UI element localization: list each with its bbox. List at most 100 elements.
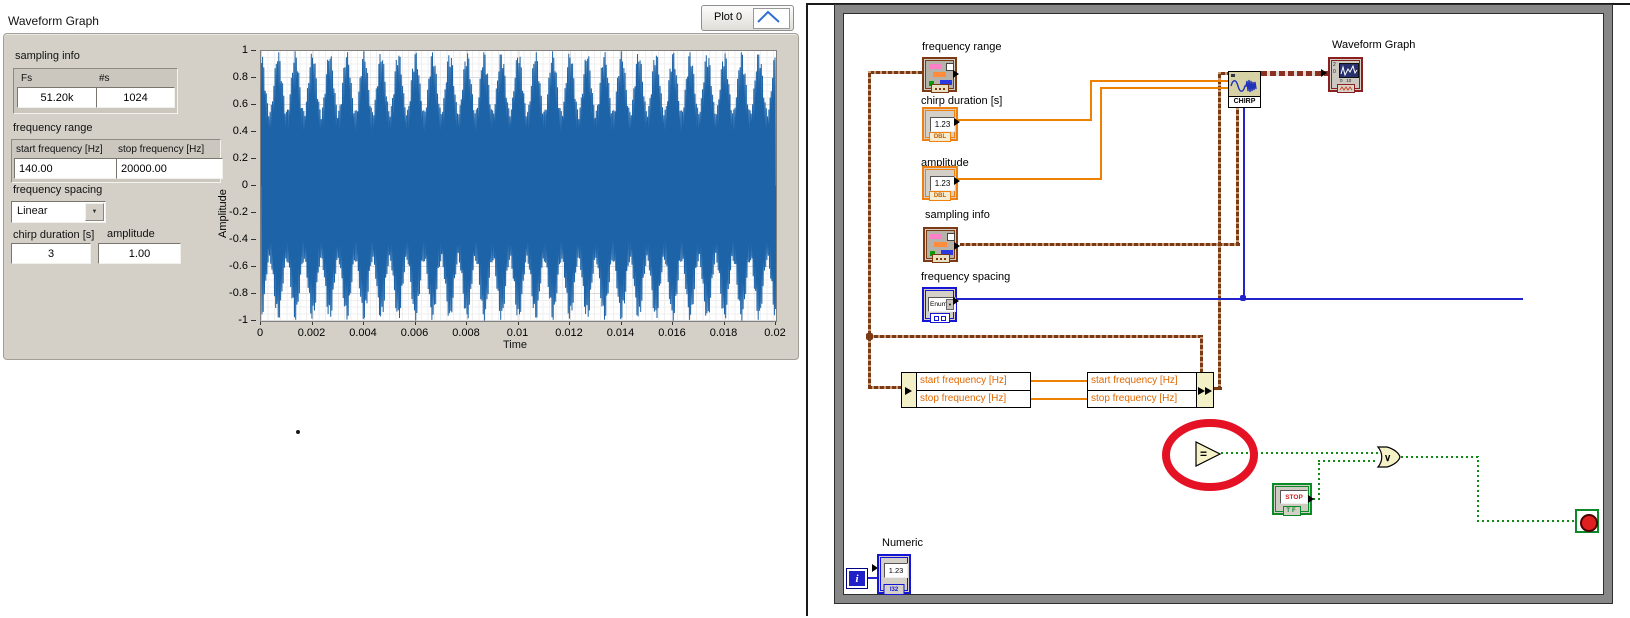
- frequency-spacing-terminal[interactable]: Enum ▼: [922, 287, 959, 323]
- stop-sign-icon: [1580, 514, 1598, 532]
- or-node[interactable]: ∨: [1376, 444, 1402, 470]
- x-tick-label: 0.016: [658, 327, 686, 339]
- dropdown-arrow-icon[interactable]: ▼: [85, 203, 104, 221]
- wire-sampling-info[interactable]: [960, 243, 1240, 246]
- x-tick-mark: [311, 321, 313, 325]
- wire-equal-to-or[interactable]: [1221, 452, 1378, 454]
- equal-glyph: =: [1200, 447, 1207, 461]
- wire-iteration-to-numeric[interactable]: [868, 577, 878, 579]
- samples-field[interactable]: 1024: [96, 87, 175, 108]
- wire-to-bundle[interactable]: [868, 335, 1203, 338]
- samples-label: #s: [99, 73, 110, 84]
- plot-legend-label: Plot 0: [714, 11, 743, 23]
- wire-chirp-duration[interactable]: [1090, 80, 1092, 121]
- chirp-duration-terminal[interactable]: 1.23 DBL: [922, 107, 960, 142]
- y-tick-label: 0: [241, 179, 248, 191]
- unbundle-field-stop[interactable]: stop frequency [Hz]: [916, 390, 1031, 408]
- annotation-circle: [1162, 419, 1258, 491]
- wire-chirp-duration[interactable]: [958, 119, 1092, 121]
- chirp-waveform-trace: [261, 51, 776, 321]
- stop-frequency-field[interactable]: 20000.00: [116, 158, 223, 179]
- wire-start-frequency[interactable]: [1030, 380, 1088, 382]
- stop-button-terminal[interactable]: STOP TF: [1272, 483, 1314, 516]
- x-tick-mark: [517, 321, 519, 325]
- frequency-spacing-value: Linear: [17, 205, 48, 217]
- chirp-vi-node[interactable]: CHIRP: [1228, 71, 1261, 108]
- wire-amplitude[interactable]: [1100, 87, 1102, 180]
- wire-stop-button[interactable]: [1313, 498, 1320, 500]
- waveform-graph-plot-area[interactable]: [260, 50, 777, 322]
- wire-bundle-to-chirp[interactable]: [1218, 72, 1221, 390]
- start-frequency-field[interactable]: 140.00: [14, 158, 121, 179]
- stray-dot: [296, 430, 300, 434]
- wire-bundle-to-chirp[interactable]: [1221, 72, 1229, 75]
- equal-node[interactable]: =: [1194, 440, 1222, 468]
- y-tick-mark: [251, 158, 256, 159]
- sampling-info-terminal[interactable]: [923, 227, 960, 263]
- x-tick-label: 0.018: [709, 327, 738, 339]
- while-loop-border[interactable]: [835, 5, 1612, 603]
- bundle-field-stop[interactable]: stop frequency [Hz]: [1087, 390, 1197, 408]
- diagram-window-border-top: [806, 3, 1630, 5]
- wire-stop-button[interactable]: [1318, 460, 1378, 462]
- x-tick-label: 0.002: [297, 327, 326, 339]
- bundle-by-name-node[interactable]: start frequency [Hz] stop frequency [Hz]: [1087, 372, 1214, 408]
- wire-chirp-to-graph[interactable]: [1261, 71, 1328, 76]
- plot-legend[interactable]: Plot 0: [701, 5, 794, 31]
- wire-amplitude[interactable]: [1100, 87, 1229, 89]
- y-tick-mark: [251, 50, 256, 51]
- y-tick-mark: [251, 293, 256, 294]
- dbl-type-tab: DBL: [929, 132, 951, 142]
- wire-frequency-range[interactable]: [870, 71, 922, 74]
- front-panel-title: Waveform Graph: [8, 14, 99, 28]
- sampling-info-cluster[interactable]: Fs #s 51.20k 1024: [13, 68, 178, 114]
- numeric-glyph: 1.23: [884, 563, 908, 578]
- terminal-output-arrow-icon: [953, 297, 959, 305]
- frequency-range-cluster[interactable]: start frequency [Hz] stop frequency [Hz]…: [11, 139, 223, 183]
- wire-frequency-range[interactable]: [868, 71, 871, 389]
- start-frequency-label: start frequency [Hz]: [16, 144, 103, 155]
- indicator-input-arrow-icon: [872, 564, 878, 572]
- wire-amplitude[interactable]: [958, 178, 1102, 180]
- chirp-vi-icon: [1228, 71, 1261, 97]
- y-tick-label: -0.2: [229, 206, 248, 218]
- x-tick-label: 0.01: [506, 327, 529, 339]
- wire-junction: [866, 333, 873, 340]
- numeric-indicator-terminal[interactable]: 1.23 I32: [877, 554, 911, 595]
- frequency-range-terminal[interactable]: [922, 57, 959, 93]
- y-tick-label: 0.4: [232, 125, 248, 137]
- bd-frequency-spacing-label: frequency spacing: [921, 271, 1011, 283]
- wire-to-unbundle[interactable]: [868, 386, 902, 389]
- y-tick-mark: [251, 185, 256, 186]
- y-tick-mark: [251, 77, 256, 78]
- wire-or-to-conditional[interactable]: [1401, 456, 1479, 458]
- frequency-spacing-dropdown[interactable]: Linear ▼: [11, 201, 106, 223]
- wire-stop-button[interactable]: [1318, 460, 1320, 500]
- wire-frequency-spacing[interactable]: [1243, 104, 1245, 300]
- x-tick-label: 0.008: [452, 327, 480, 339]
- x-tick-mark: [775, 321, 776, 325]
- wire-stop-frequency[interactable]: [1030, 398, 1088, 400]
- plot-line-style-icon[interactable]: [753, 8, 790, 29]
- unbundle-field-start[interactable]: start frequency [Hz]: [916, 372, 1031, 391]
- iteration-terminal[interactable]: i: [846, 568, 868, 589]
- amplitude-terminal[interactable]: 1.23 DBL: [922, 166, 960, 201]
- wire-junction: [1240, 295, 1246, 301]
- bundle-field-start[interactable]: start frequency [Hz]: [1087, 372, 1197, 391]
- wire-sampling-info[interactable]: [1236, 104, 1239, 246]
- wire-chirp-duration[interactable]: [1090, 80, 1229, 82]
- wire-or-to-conditional[interactable]: [1477, 520, 1575, 522]
- bundle-output-arrow-icon: [1198, 387, 1205, 395]
- unbundle-by-name-node[interactable]: start frequency [Hz] stop frequency [Hz]: [901, 372, 1031, 408]
- bd-chirp-duration-label: chirp duration [s]: [921, 95, 1003, 107]
- y-tick-mark: [251, 131, 256, 132]
- amplitude-field[interactable]: 1.00: [98, 243, 181, 264]
- loop-condition-terminal[interactable]: [1575, 509, 1599, 533]
- chirp-duration-field[interactable]: 3: [11, 243, 91, 264]
- boolean-type-tab: TF: [1283, 506, 1301, 516]
- wire-or-to-conditional[interactable]: [1477, 456, 1479, 522]
- wire-to-bundle[interactable]: [1200, 335, 1203, 373]
- fs-field[interactable]: 51.20k: [17, 87, 97, 108]
